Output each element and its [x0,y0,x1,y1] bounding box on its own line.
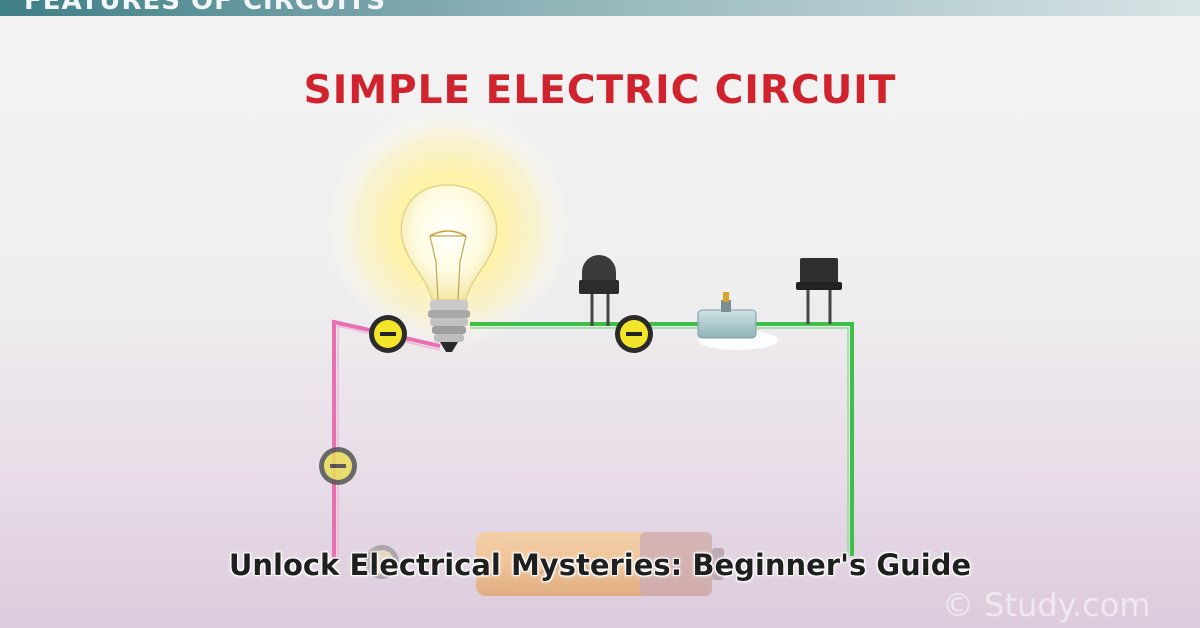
light-bulb-icon [400,184,498,352]
green-wire [470,322,854,556]
banner-title: FEATURES OF CIRCUITS [24,0,387,16]
capacitor-icon [796,258,842,324]
svg-text:Type AA: Type AA [529,554,603,575]
switch-icon [697,292,778,350]
electron-icon [319,447,357,485]
battery-icon: Type AA [476,532,724,596]
watermark: © Study.com [942,586,1151,624]
caption-title: Unlock Electrical Mysteries: Beginner's … [228,548,972,582]
electron-icon [615,315,653,353]
pink-wire [332,319,441,560]
electron-icon [369,315,407,353]
led-icon [579,255,619,326]
electron-icon [365,545,399,579]
top-banner: FEATURES OF CIRCUITS [0,0,1200,16]
diagram-title: SIMPLE ELECTRIC CIRCUIT [303,68,897,113]
